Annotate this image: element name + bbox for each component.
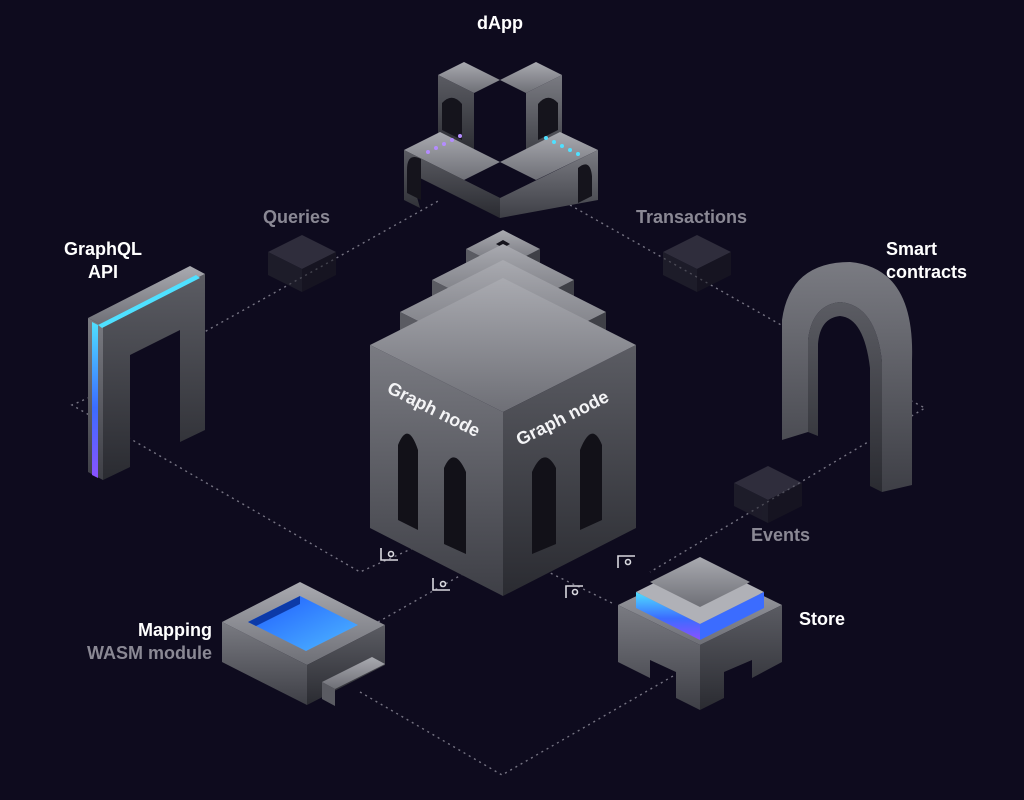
wasm-module-label: WASM module bbox=[87, 643, 212, 663]
bracket-icons bbox=[380, 548, 635, 598]
events-cube-icon bbox=[734, 466, 802, 523]
dapp-structure bbox=[404, 62, 598, 218]
connector-node-store bbox=[539, 567, 613, 604]
connector-mapping-node bbox=[377, 569, 471, 623]
store-label: Store bbox=[799, 609, 846, 629]
connector-api-outer bbox=[70, 394, 421, 573]
graphql-label-line1: GraphQL bbox=[63, 239, 142, 259]
connector-mapping-bottom bbox=[359, 671, 681, 776]
events-label: Events bbox=[751, 525, 811, 545]
smart-contracts-structure bbox=[782, 262, 913, 492]
dapp-label: dApp bbox=[477, 13, 523, 33]
mapping-structure bbox=[222, 582, 385, 706]
transactions-cube-icon bbox=[663, 235, 731, 292]
graphql-api-structure bbox=[88, 266, 205, 480]
mapping-label-line1: Mapping bbox=[138, 620, 212, 640]
smart-contracts-label: Smart contracts bbox=[886, 238, 967, 284]
mapping-label: Mapping WASM module bbox=[40, 619, 212, 665]
graphql-api-label: GraphQL API bbox=[48, 238, 158, 284]
graph-node-structure bbox=[370, 230, 636, 596]
queries-label: Queries bbox=[263, 207, 331, 227]
graphql-label-line2: API bbox=[87, 262, 118, 282]
queries-cube-icon bbox=[268, 235, 336, 292]
transactions-label: Transactions bbox=[636, 207, 748, 227]
smart-contracts-line2: contracts bbox=[886, 262, 968, 282]
store-structure bbox=[618, 557, 782, 710]
smart-contracts-line1: Smart bbox=[886, 239, 938, 259]
connector-contracts-outer bbox=[649, 394, 927, 573]
